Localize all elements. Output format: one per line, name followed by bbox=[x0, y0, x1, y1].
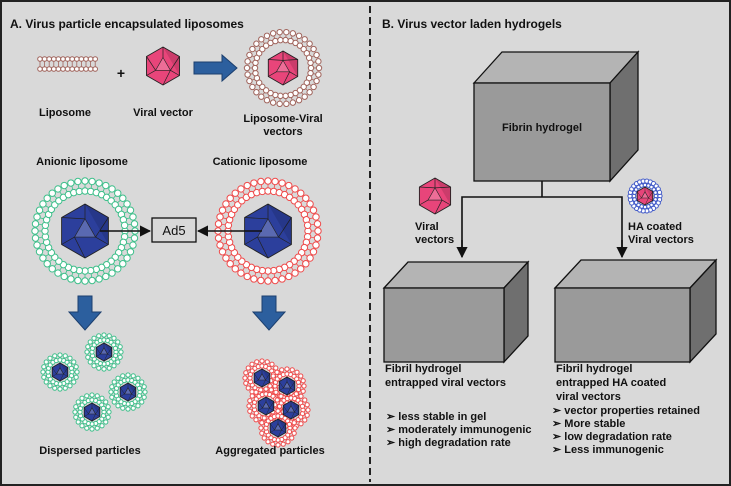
panel-a-title: A. Virus particle encapsulated liposomes bbox=[10, 17, 244, 31]
left-bullet-1: ➢ less stable in gel bbox=[386, 411, 486, 423]
fibrin-hydrogel-cube bbox=[472, 50, 640, 183]
bullet-arrow-icon: ➢ bbox=[386, 437, 398, 449]
ha-coated-label-line1: HA coated bbox=[628, 221, 682, 233]
ha-coated-label-line2: Viral vectors bbox=[628, 234, 694, 246]
bullet-arrow-icon: ➢ bbox=[552, 431, 564, 443]
left-bullet-2: ➢ moderately immunogenic bbox=[386, 424, 532, 436]
liposome-label: Liposome bbox=[39, 107, 91, 119]
left-box-label-line1: Fibril hydrogel bbox=[385, 363, 461, 375]
right-hydrogel-cube bbox=[553, 258, 718, 364]
anionic-down-arrow bbox=[67, 295, 103, 331]
ha-coated-viral-vector-icon bbox=[627, 178, 663, 214]
cationic-liposome-with-ad5 bbox=[214, 177, 322, 285]
right-bullet-text: low degradation rate bbox=[564, 431, 672, 443]
anionic-liposome-label: Anionic liposome bbox=[36, 156, 128, 168]
right-box-label-line3: viral vectors bbox=[556, 391, 621, 403]
liposome-viral-label-line2: vectors bbox=[263, 126, 302, 138]
right-bullet-4: ➢ Less immunogenic bbox=[552, 444, 664, 456]
right-box-label-line1: Fibril hydrogel bbox=[556, 363, 632, 375]
liposome-bilayer-strip bbox=[37, 56, 98, 72]
left-bullet-list: ➢ less stable in gel➢ moderately immunog… bbox=[386, 411, 532, 449]
right-bullet-3: ➢ low degradation rate bbox=[552, 431, 672, 443]
liposome-viral-vector-icon bbox=[243, 28, 323, 108]
ad5-box bbox=[151, 217, 197, 243]
anionic-liposome-with-ad5 bbox=[31, 177, 139, 285]
right-bullet-text: More stable bbox=[564, 418, 625, 430]
bullet-arrow-icon: ➢ bbox=[552, 444, 564, 456]
bullet-arrow-icon: ➢ bbox=[552, 405, 564, 417]
dispersed-particles-label: Dispersed particles bbox=[39, 445, 141, 457]
right-box-label-line2: entrapped HA coated bbox=[556, 377, 666, 389]
aggregated-particles-cluster bbox=[242, 358, 311, 448]
combine-arrow bbox=[193, 53, 238, 83]
cationic-down-arrow bbox=[251, 295, 287, 331]
viral-vector-icon bbox=[146, 46, 180, 86]
right-bullet-list: ➢ vector properties retained➢ More stabl… bbox=[552, 405, 700, 456]
right-bullet-1: ➢ vector properties retained bbox=[552, 405, 700, 417]
left-bullet-3: ➢ high degradation rate bbox=[386, 437, 511, 449]
plus-sign: + bbox=[117, 65, 125, 81]
cationic-liposome-label: Cationic liposome bbox=[213, 156, 308, 168]
dispersed-particles-cluster bbox=[40, 332, 148, 432]
right-bullet-text: Less immunogenic bbox=[564, 444, 664, 456]
right-bullet-2: ➢ More stable bbox=[552, 418, 625, 430]
viral-vector-label: Viral vector bbox=[133, 107, 193, 119]
bullet-arrow-icon: ➢ bbox=[552, 418, 564, 430]
left-bullet-text: high degradation rate bbox=[398, 437, 510, 449]
liposome-viral-label-line1: Liposome-Viral bbox=[243, 113, 322, 125]
aggregated-particles-label: Aggregated particles bbox=[215, 445, 324, 457]
viral-vectors-icon bbox=[418, 177, 452, 215]
ad5-label: Ad5 bbox=[162, 223, 185, 238]
left-bullet-text: moderately immunogenic bbox=[398, 424, 531, 436]
bullet-arrow-icon: ➢ bbox=[386, 411, 398, 423]
viral-vectors-label-line1: Viral bbox=[415, 221, 439, 233]
bullet-arrow-icon: ➢ bbox=[386, 424, 398, 436]
left-hydrogel-cube bbox=[382, 260, 530, 364]
viral-vectors-label-line2: vectors bbox=[415, 234, 454, 246]
left-box-label-line2: entrapped viral vectors bbox=[385, 377, 506, 389]
fibrin-hydrogel-label: Fibrin hydrogel bbox=[502, 122, 582, 134]
right-bullet-text: vector properties retained bbox=[564, 405, 700, 417]
left-bullet-text: less stable in gel bbox=[398, 411, 486, 423]
panel-b-title: B. Virus vector laden hydrogels bbox=[382, 17, 562, 31]
